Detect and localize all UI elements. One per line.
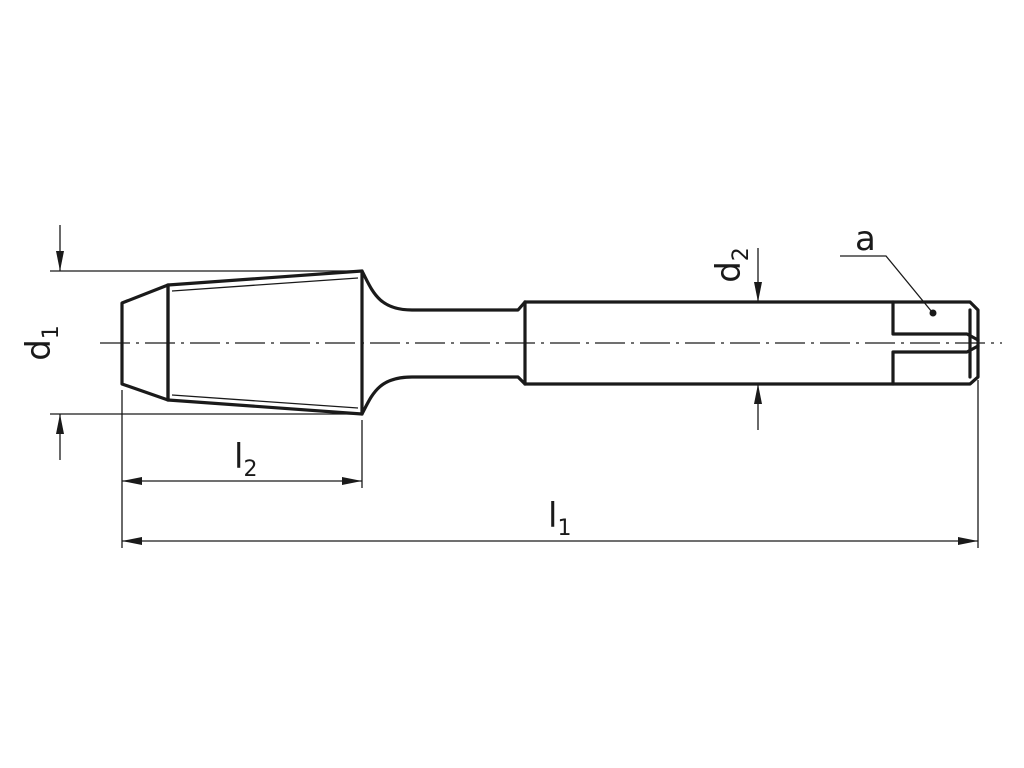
neck [360, 269, 527, 416]
label-l2: l2 [234, 437, 257, 482]
label-l1: l1 [548, 496, 571, 541]
thread-line-bottom [171, 394, 359, 409]
label-a: a [855, 219, 876, 259]
leader-dot-a [929, 309, 937, 317]
label-d2: d2 [709, 247, 754, 283]
square-drive [891, 300, 980, 386]
cutting-section [120, 283, 170, 402]
thread-line-top [171, 277, 359, 292]
shank [523, 300, 980, 386]
label-d1: d1 [19, 325, 64, 361]
leader-line-a [840, 255, 933, 313]
